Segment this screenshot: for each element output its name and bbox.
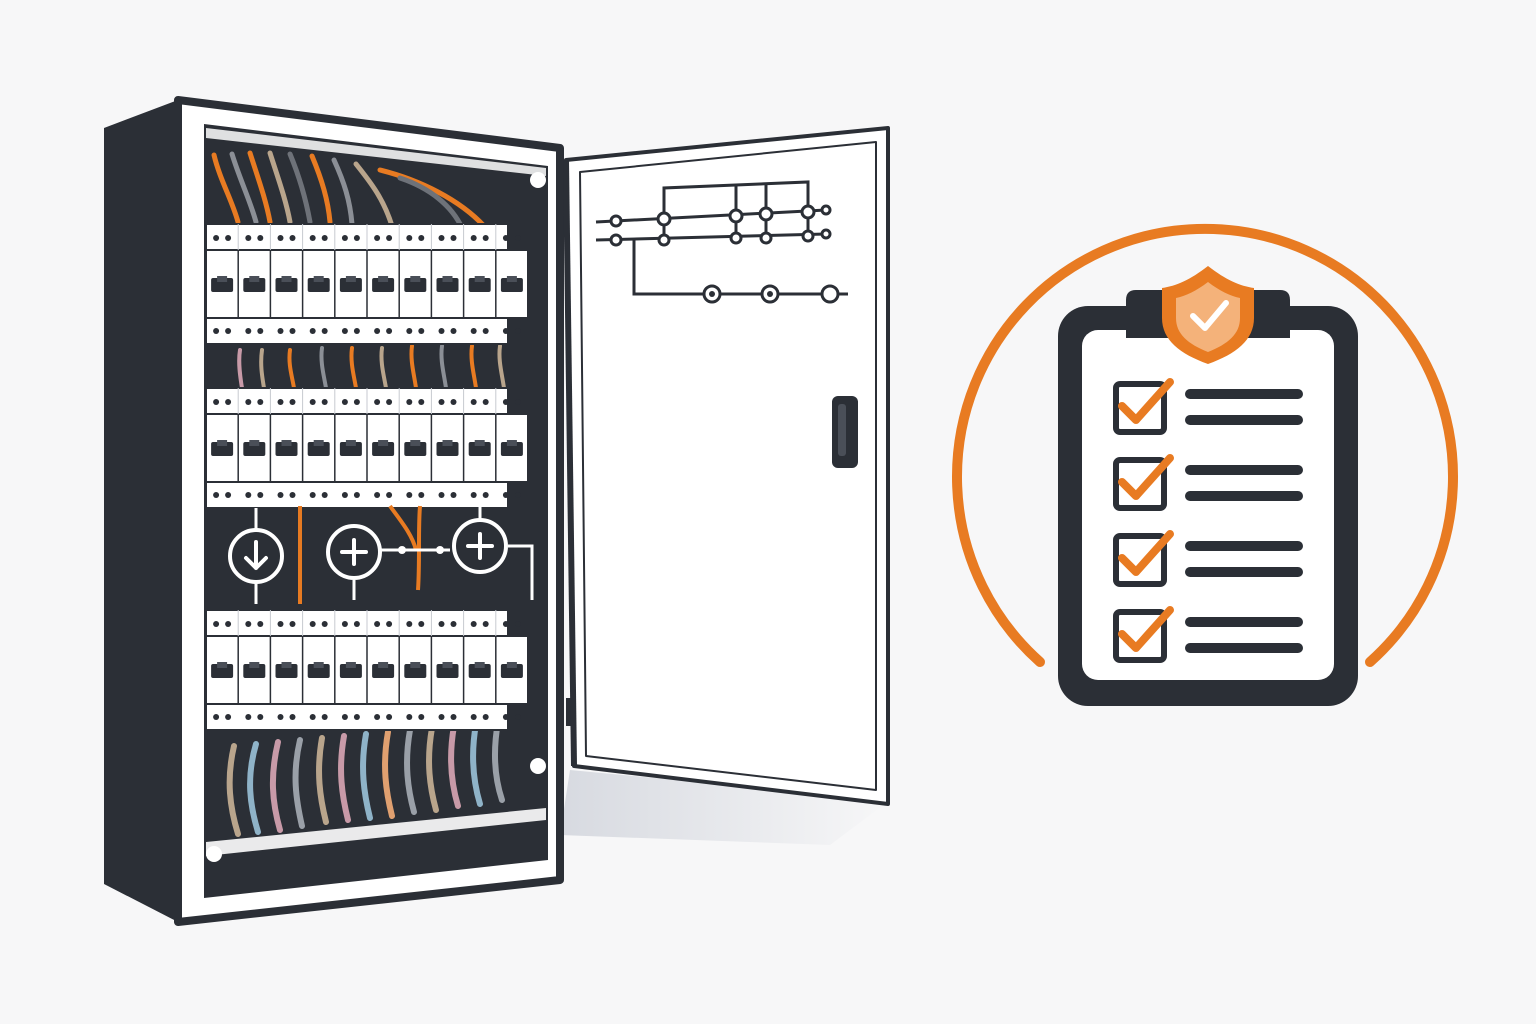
breaker-row [205,387,529,509]
checkmark-icon [1118,606,1174,652]
connector-area [228,500,534,604]
circuit-breaker[interactable] [430,388,459,498]
circuit-breaker[interactable] [398,224,427,334]
circuit-breaker[interactable] [334,224,362,334]
circuit-breaker[interactable] [211,235,234,334]
circuit-breaker[interactable] [301,388,330,498]
checkbox-icon [1113,533,1167,587]
door-shadow [560,770,890,845]
circuit-breaker[interactable] [495,388,523,498]
safety-checklist [952,223,1458,706]
bolt-icon [530,172,546,188]
circuit-breaker[interactable] [462,610,491,720]
circuit-breaker[interactable] [269,610,298,720]
middle-wires [237,344,506,390]
circuit-breaker[interactable] [398,388,427,498]
checkmark-icon [1118,378,1174,424]
cabinet-side [104,100,178,922]
circuit-breaker[interactable] [334,388,362,498]
breaker-rows [205,223,529,731]
circuit-breaker[interactable] [366,388,395,498]
circuit-breaker[interactable] [398,610,427,720]
checkbox-icon [1113,457,1167,511]
checklist-item [1113,378,1303,435]
circuit-breaker[interactable] [269,388,298,498]
checklist-item [1113,606,1303,663]
checklist-items [1113,378,1303,663]
circuit-breaker[interactable] [366,610,395,720]
circuit-breaker[interactable] [430,224,459,334]
circuit-breaker[interactable] [462,224,491,334]
checkbox-icon [1113,381,1167,435]
circuit-breaker[interactable] [237,610,266,720]
circuit-breaker[interactable] [301,224,330,334]
circuit-breaker[interactable] [334,610,362,720]
top-wires [211,150,487,231]
bolt-icon [530,758,546,774]
circuit-breaker[interactable] [430,610,459,720]
circuit-schematic-icon [595,180,848,304]
down-arrow-icon [228,528,284,584]
bolt-icon [206,846,222,862]
circuit-breaker[interactable] [211,399,234,498]
orange-ring [952,223,1458,667]
checklist-item [1113,454,1303,511]
circuit-breaker[interactable] [366,224,395,334]
checklist-item [1113,530,1303,587]
circuit-breaker[interactable] [301,610,330,720]
plus-icon [452,518,508,574]
bottom-wires [226,719,505,837]
circuit-breaker[interactable] [237,388,266,498]
circuit-breaker[interactable] [462,388,491,498]
circuit-breaker[interactable] [269,224,298,334]
breaker-row [205,223,529,345]
breaker-row [205,609,529,731]
circuit-breaker[interactable] [495,610,523,720]
cabinet-door[interactable] [563,126,890,806]
circuit-breaker[interactable] [495,224,523,334]
checkbox-icon [1113,609,1167,663]
checkmark-icon [1118,530,1174,576]
shield-check-icon [1162,266,1254,364]
checkmark-icon [1118,454,1174,500]
plus-icon [326,524,382,580]
circuit-breaker[interactable] [211,621,234,720]
circuit-breaker[interactable] [237,224,266,334]
electrical-cabinet [104,96,890,926]
